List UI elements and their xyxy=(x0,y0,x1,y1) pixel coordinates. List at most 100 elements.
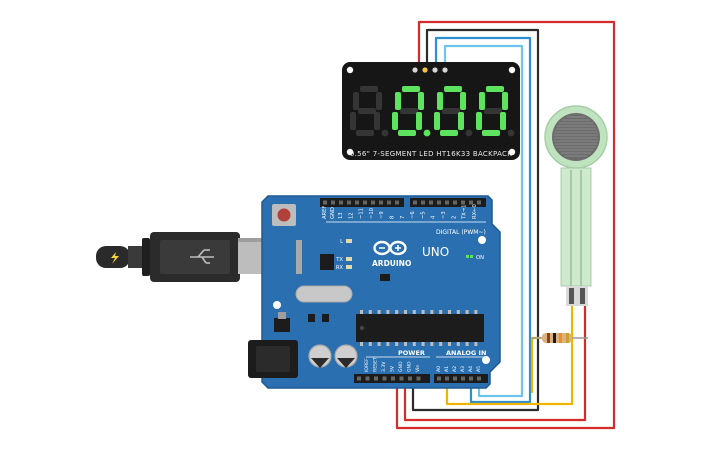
segment xyxy=(437,92,443,110)
header-socket[interactable] xyxy=(391,376,395,381)
segment xyxy=(402,86,420,92)
sensor-pin xyxy=(569,288,574,304)
chip-leg xyxy=(404,342,407,346)
header-socket[interactable] xyxy=(416,376,421,381)
analog-pin-label: A1 xyxy=(444,366,450,372)
header-socket[interactable] xyxy=(347,200,351,205)
voltage-regulator xyxy=(274,318,290,332)
header-socket[interactable] xyxy=(395,200,399,205)
wire-red-sensor[interactable] xyxy=(403,303,587,422)
header-socket[interactable] xyxy=(453,376,457,381)
header-socket[interactable] xyxy=(371,200,375,205)
segment xyxy=(376,92,382,110)
digital-pin-label: ~10 xyxy=(369,208,375,219)
led-label: TX xyxy=(335,257,343,263)
header-socket[interactable] xyxy=(421,200,425,205)
display-pin xyxy=(422,67,428,73)
segment xyxy=(374,112,380,130)
segment xyxy=(479,92,485,110)
segment xyxy=(416,112,422,130)
header-socket[interactable] xyxy=(365,376,370,381)
header-socket[interactable] xyxy=(469,376,473,381)
power-pin-label: RESET xyxy=(373,357,379,372)
header-socket[interactable] xyxy=(461,376,465,381)
header-socket[interactable] xyxy=(437,200,441,205)
usb-controller-chip xyxy=(320,254,334,270)
chip-leg xyxy=(421,342,425,346)
segment xyxy=(398,130,416,136)
digital-pin-label: ~11 xyxy=(359,208,365,219)
seven-segment-display[interactable]: 0.56" 7-SEGMENT LED HT16K33 BACKPACK xyxy=(342,62,520,160)
chip-leg xyxy=(430,310,434,314)
status-led xyxy=(346,239,352,243)
chip-leg xyxy=(395,310,399,314)
bottom-headers xyxy=(354,374,488,383)
header-socket[interactable] xyxy=(469,200,473,205)
header-socket[interactable] xyxy=(477,376,481,381)
resistor-band xyxy=(566,333,569,343)
header-socket[interactable] xyxy=(387,200,391,205)
header-socket[interactable] xyxy=(379,200,383,205)
header-socket[interactable] xyxy=(461,200,465,205)
header-socket[interactable] xyxy=(429,200,433,205)
on-led xyxy=(466,255,469,258)
reset-button[interactable] xyxy=(277,208,291,222)
power-pin-label: GND xyxy=(398,361,404,372)
power-pin-label: GND xyxy=(407,361,413,372)
force-sensor[interactable] xyxy=(544,105,608,306)
header-socket[interactable] xyxy=(323,200,327,205)
header-socket[interactable] xyxy=(408,376,412,381)
wire-yellow-a1[interactable] xyxy=(445,303,574,406)
power-pin-label: 5V xyxy=(390,365,396,372)
wire-black-gnd[interactable] xyxy=(411,28,540,412)
resistor-band xyxy=(559,333,562,343)
digital-pin-label: RX←0 xyxy=(472,204,478,219)
arduino-mount-hole xyxy=(273,301,281,309)
decimal-point xyxy=(507,129,515,137)
segment xyxy=(356,130,374,136)
wire-red-5v[interactable] xyxy=(395,20,616,430)
header-socket[interactable] xyxy=(453,200,457,205)
arduino-brand: ARDUINO xyxy=(372,259,411,268)
segment xyxy=(353,92,359,110)
header-socket[interactable] xyxy=(477,200,481,205)
arduino-mount-hole xyxy=(478,236,486,244)
header-socket[interactable] xyxy=(357,376,361,381)
chip-leg xyxy=(448,342,451,346)
segment xyxy=(418,92,424,110)
analog-header-label: ANALOG IN xyxy=(446,349,486,357)
wire-lightblue-a5[interactable] xyxy=(443,44,524,398)
segment xyxy=(392,112,398,130)
digital-header xyxy=(320,198,486,207)
chip-leg xyxy=(360,342,363,346)
header-socket[interactable] xyxy=(399,376,404,381)
header-socket[interactable] xyxy=(437,376,441,381)
header-socket[interactable] xyxy=(331,200,335,205)
chip-leg xyxy=(377,342,381,346)
arduino-mount-hole xyxy=(482,356,490,364)
led-label: L xyxy=(340,239,343,245)
voltage-regulator-tab xyxy=(278,312,286,319)
header-socket[interactable] xyxy=(363,200,367,205)
header-socket[interactable] xyxy=(339,200,343,205)
header-socket[interactable] xyxy=(355,200,359,205)
resistor[interactable] xyxy=(532,333,588,343)
header-socket[interactable] xyxy=(445,200,449,205)
wire-blue-a4[interactable] xyxy=(434,36,532,404)
display-mount-hole xyxy=(346,148,354,156)
header-socket[interactable] xyxy=(374,376,378,381)
header-socket[interactable] xyxy=(445,376,449,381)
header-socket[interactable] xyxy=(413,200,417,205)
segment xyxy=(482,130,500,136)
smd-component xyxy=(380,274,390,281)
power-jack-inner xyxy=(256,346,290,372)
header-socket[interactable] xyxy=(382,376,387,381)
display-digits xyxy=(350,86,515,137)
chip-leg xyxy=(386,310,390,314)
sensor-pad xyxy=(552,113,600,161)
chip-leg xyxy=(395,342,399,346)
sensor-tail xyxy=(560,167,592,287)
